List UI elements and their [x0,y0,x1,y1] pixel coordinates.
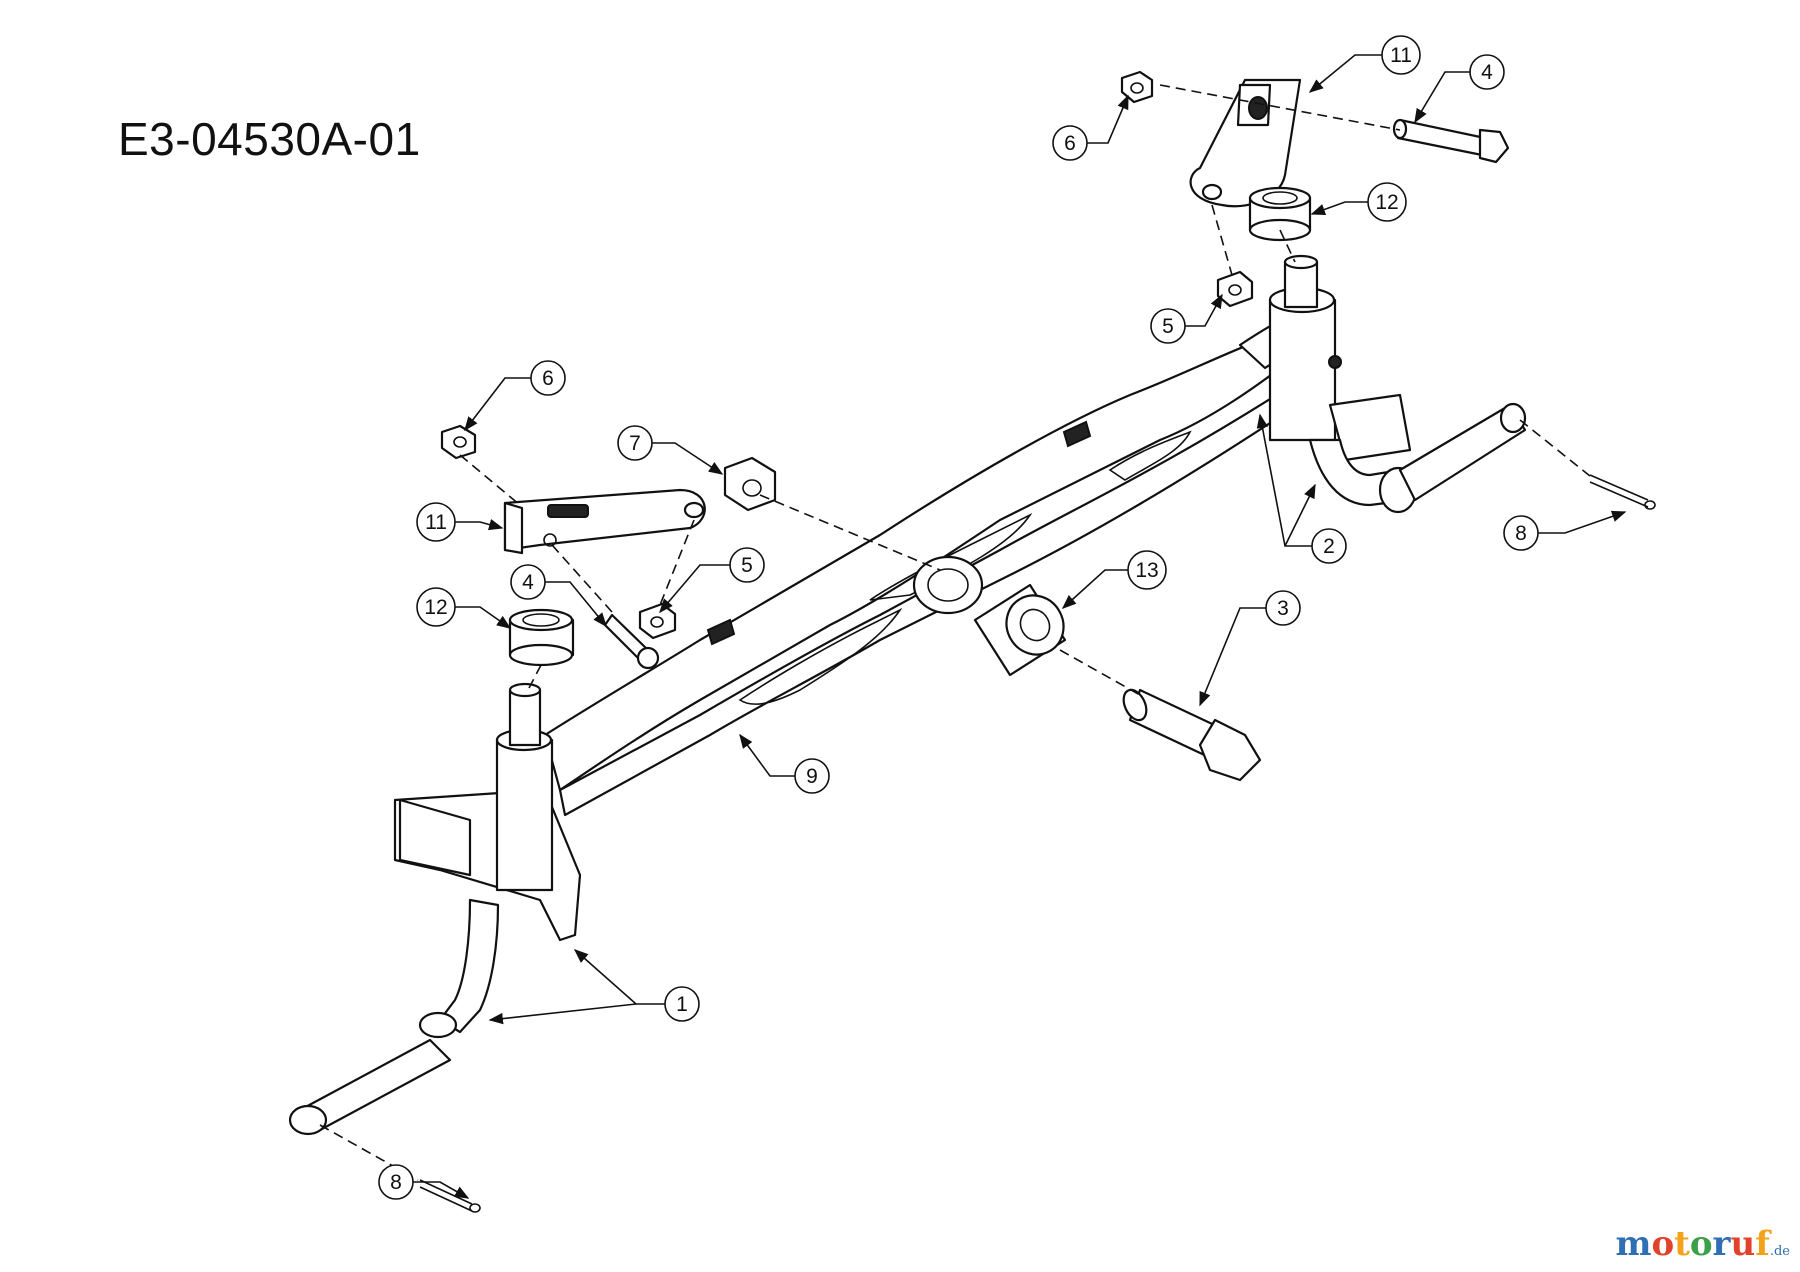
callout-5-left-label: 5 [741,554,753,577]
callout-12-left-label: 12 [424,596,447,619]
watermark-letter: f [1755,1224,1770,1264]
nut-7 [723,456,777,512]
callout-3-label: 3 [1277,597,1289,620]
callout-5-left: 5 [729,547,765,583]
bolt-right [1392,118,1510,164]
flange-nut-right [1120,70,1154,104]
watermark-letter: m [1615,1224,1652,1264]
callout-6-right: 6 [1052,125,1088,161]
callout-6-right-label: 6 [1064,132,1076,155]
callout-7-label: 7 [629,432,641,455]
callout-11-right: 11 [1381,35,1421,75]
callout-8-right-label: 8 [1515,522,1527,545]
callout-6-left: 6 [530,360,566,396]
callout-13: 13 [1127,550,1167,590]
right-steering-arm [1189,78,1302,208]
watermark-letter: o [1651,1224,1675,1264]
cotter-pin-left [419,1179,481,1213]
callout-6-left-label: 6 [542,367,554,390]
watermark-tld: .de [1769,1244,1790,1259]
callout-3: 3 [1265,590,1301,626]
callout-4-right: 4 [1469,54,1505,90]
watermark-letter: t [1674,1224,1690,1264]
callout-11-right-label: 11 [1390,44,1412,67]
watermark-letter: u [1730,1224,1756,1264]
cotter-pin-right [1589,474,1656,510]
callout-leaders [413,54,1627,1199]
assembly-lines [319,84,1591,1181]
watermark-letter: o [1689,1224,1713,1264]
pivot-bolt [1122,688,1262,782]
callout-12-right: 12 [1367,182,1407,222]
callout-1: 1 [664,986,700,1022]
callout-8-right: 8 [1503,515,1539,551]
right-spindle [1268,254,1527,514]
callout-5-right-label: 5 [1162,315,1174,338]
callout-7: 7 [617,425,653,461]
callout-12-left: 12 [416,587,456,627]
left-steering-arm [503,488,706,555]
callout-1-label: 1 [676,993,688,1016]
callout-12-right-label: 12 [1375,191,1398,214]
spacer [973,583,1067,677]
drawing-code: E3-04530A-01 [118,113,421,165]
watermark-brand: motoruf [1615,1224,1769,1264]
callout-8-left: 8 [378,1164,414,1200]
watermark-logo: motoruf.de [1615,1224,1790,1264]
callout-2-label: 2 [1323,535,1335,558]
callout-8-left-label: 8 [390,1171,402,1194]
callout-4-left-label: 4 [522,571,534,594]
watermark-letter: r [1712,1224,1731,1264]
flange-nut-left [440,424,477,460]
bolt-left [603,613,660,670]
callout-11-left: 11 [416,502,456,542]
callout-4-left: 4 [510,564,546,600]
left-spindle [288,682,582,1136]
callout-9: 9 [794,758,830,794]
callout-13-label: 13 [1135,559,1158,582]
lock-nut-left [638,602,677,640]
callout-4-right-label: 4 [1481,61,1493,84]
bushing-left [508,608,575,667]
bushing-right [1248,186,1312,242]
callout-11-left-label: 11 [425,511,447,534]
callout-5-right: 5 [1150,308,1186,344]
lock-nut-right [1216,270,1254,308]
callout-9-label: 9 [806,765,818,788]
axle-beam [543,310,1312,817]
callout-2: 2 [1311,528,1347,564]
